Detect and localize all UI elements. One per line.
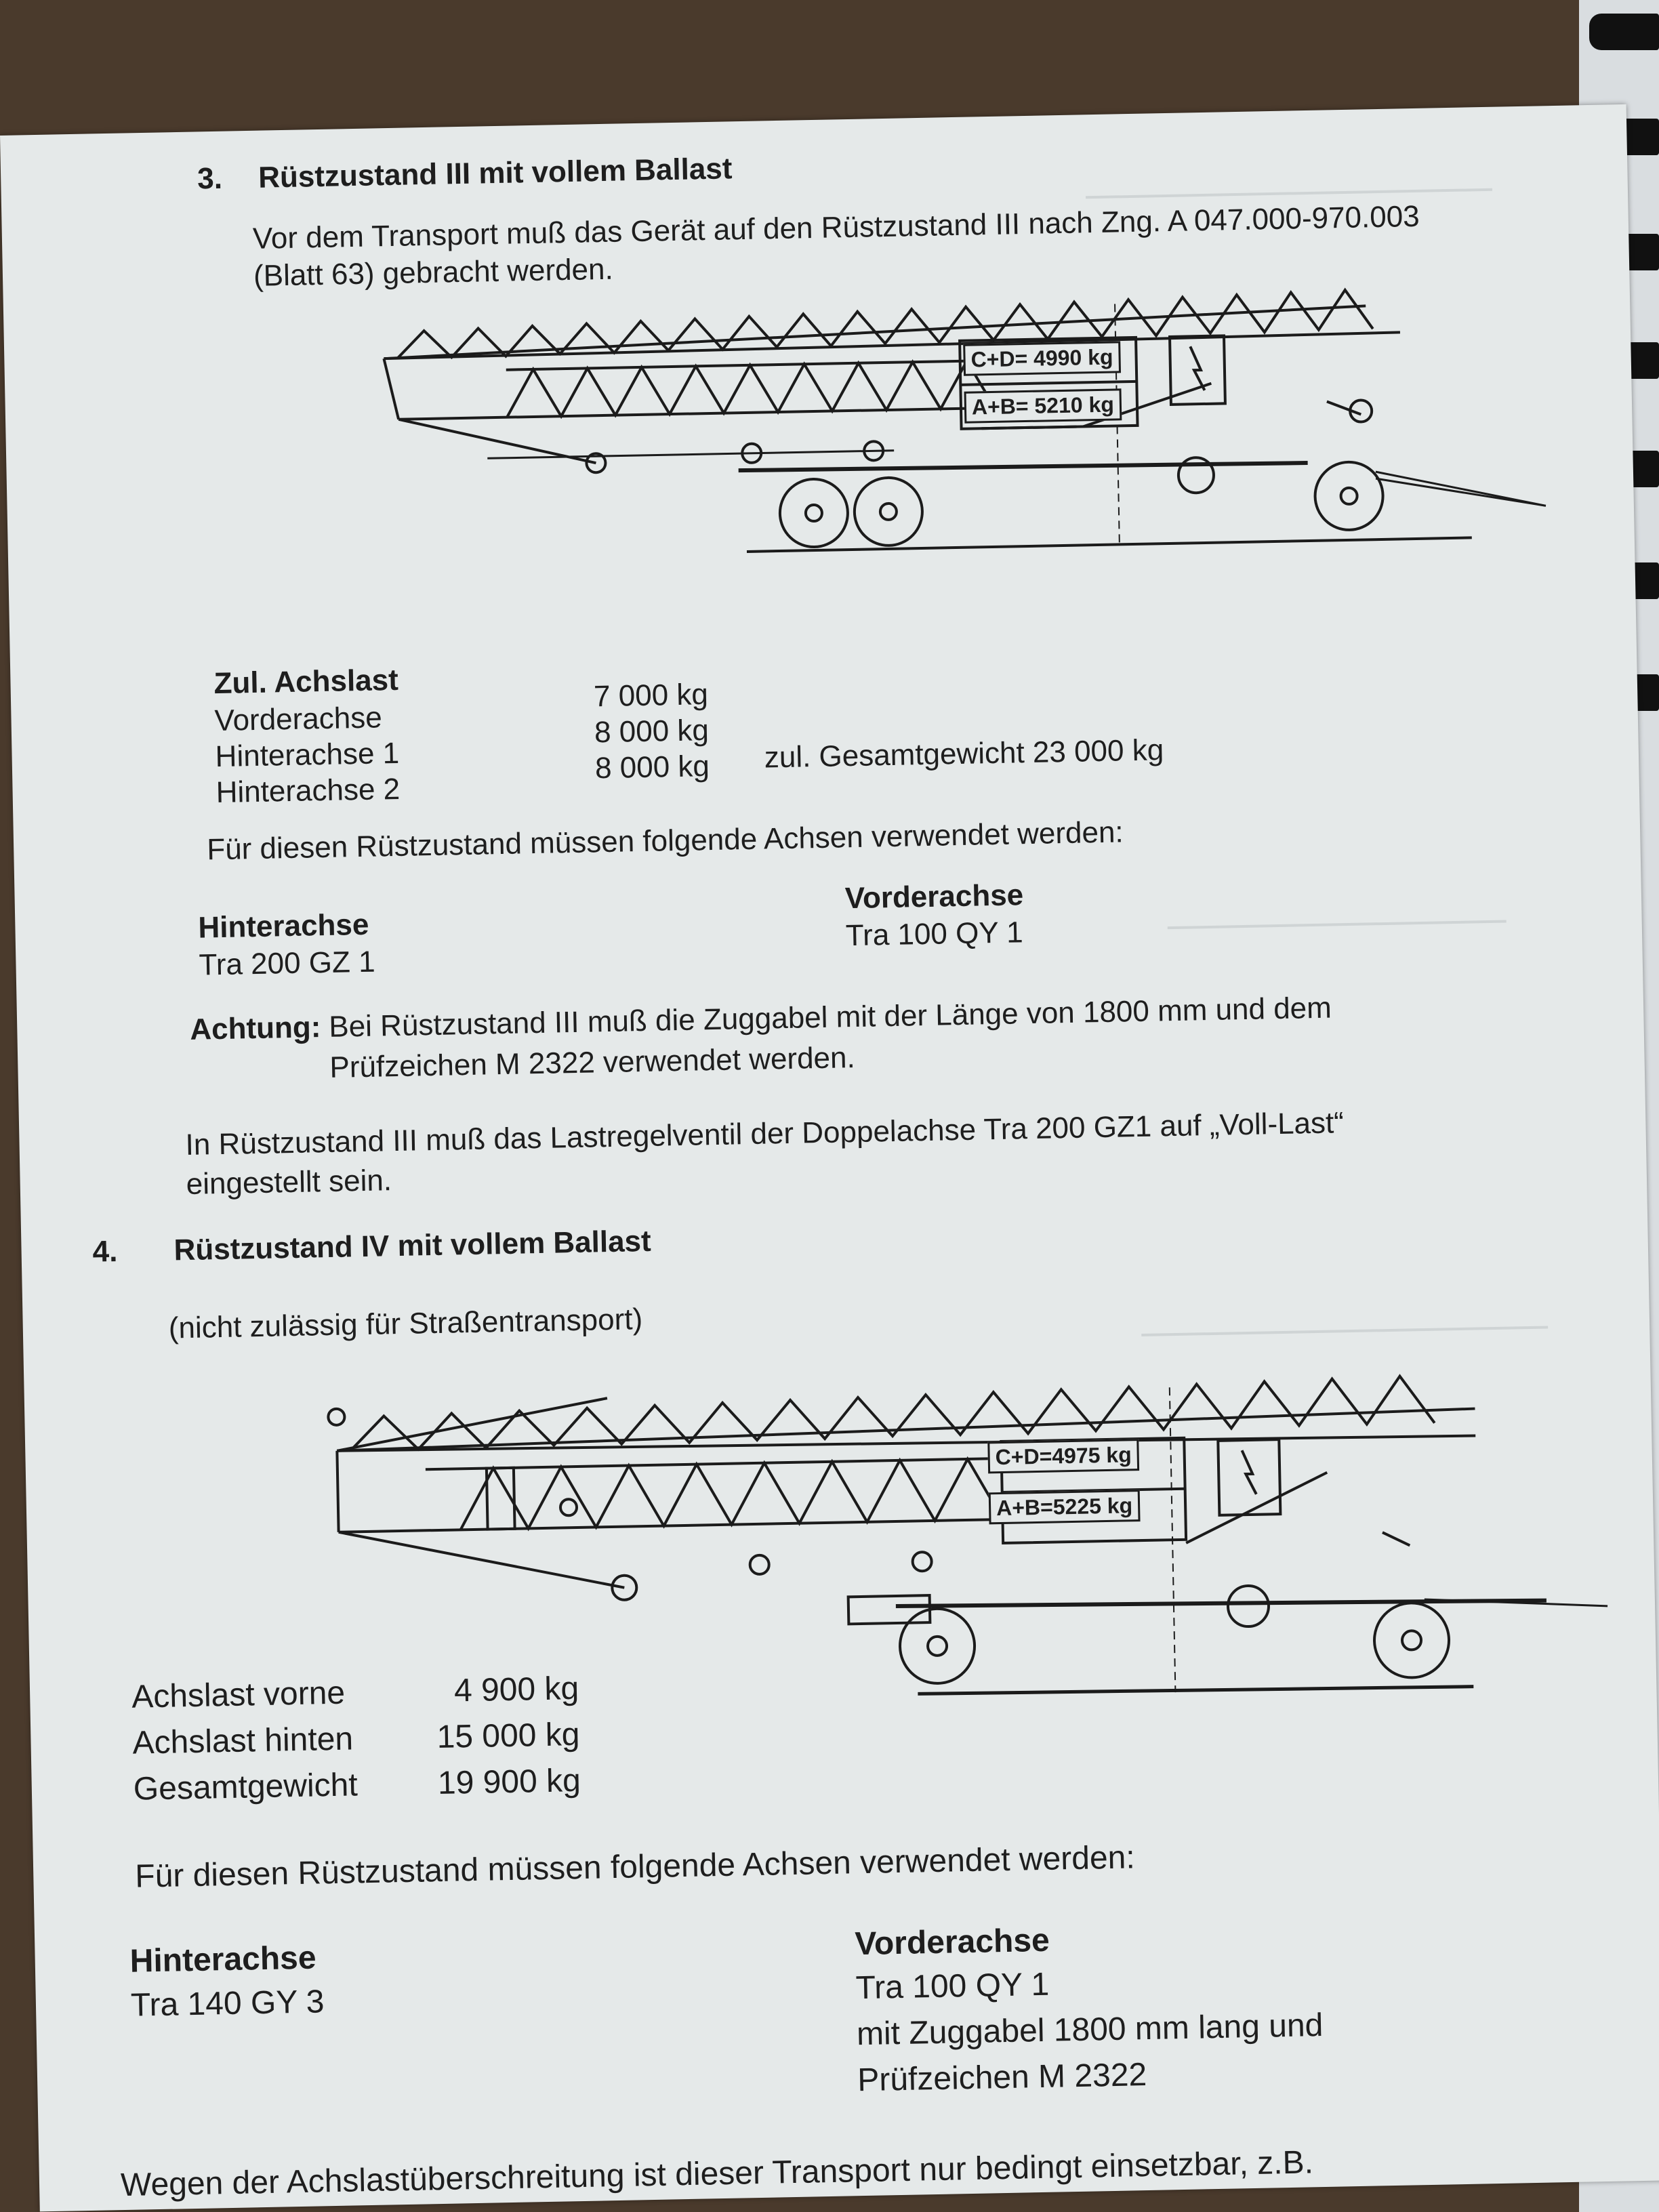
footer-text: Wegen der Achslastüberschreitung ist die… — [120, 2144, 1314, 2204]
total-weight: zul. Gesamtgewicht 23 000 kg — [764, 733, 1164, 775]
section4-subtitle: (nicht zulässig für Straßentransport) — [168, 1303, 643, 1345]
load-value-front: 4 900 kg — [453, 1671, 579, 1709]
cargo-label-cd: C+D= 4990 kg — [963, 341, 1121, 376]
front-axle-value: Tra 100 QY 1 — [845, 916, 1024, 953]
axle-value-rear-1: 8 000 kg — [594, 714, 710, 750]
section3-intro-line1: Vor dem Transport muß das Gerät auf den … — [252, 199, 1420, 255]
section3-intro-line2: (Blatt 63) gebracht werden. — [253, 252, 614, 293]
axle-value-rear-2: 8 000 kg — [594, 750, 710, 785]
load-value-rear: 15 000 kg — [436, 1717, 580, 1756]
cargo-label-cd: C+D=4975 kg — [987, 1439, 1140, 1474]
rear-axle-value-4: Tra 140 GY 3 — [130, 1984, 325, 2024]
rear-axle-title: Hinterachse — [198, 907, 369, 945]
front-axle-line2-4: mit Zuggabel 1800 mm lang und — [856, 2007, 1324, 2053]
warning-label: Achtung: — [189, 1010, 321, 1046]
front-axle-title: Vorderachse — [844, 878, 1024, 916]
show-through — [1167, 920, 1507, 950]
rear-axle-title-4: Hinterachse — [129, 1940, 316, 1980]
load-name-rear: Achslast hinten — [132, 1721, 354, 1761]
axle-load-title: Zul. Achslast — [213, 663, 399, 701]
axle-name-front: Vorderachse — [214, 701, 383, 738]
load-value-total: 19 900 kg — [437, 1763, 581, 1802]
note-line2: eingestellt sein. — [186, 1164, 392, 1202]
front-axle-line3-4: Prüfzeichen M 2322 — [857, 2057, 1147, 2099]
crane-diagram-rig-3 — [382, 287, 1547, 553]
show-through — [1141, 1326, 1549, 1357]
section4-number: 4. — [92, 1234, 118, 1269]
warning-line1: Bei Rüstzustand III muß die Zuggabel mit… — [328, 991, 1332, 1044]
note-line1: In Rüstzustand III muß das Lastregelvent… — [185, 1106, 1345, 1162]
section3-heading: Rüstzustand III mit vollem Ballast — [258, 152, 733, 194]
axle-value-front: 7 000 kg — [593, 678, 709, 714]
axles-required-text-4: Für diesen Rüstzustand müssen folgende A… — [134, 1839, 1136, 1895]
rear-axle-value: Tra 200 GZ 1 — [199, 945, 376, 982]
axle-name-rear-1: Hinterachse 1 — [215, 736, 400, 774]
binder-ring — [1589, 14, 1659, 50]
section3-number: 3. — [197, 161, 223, 196]
axle-name-rear-2: Hinterachse 2 — [216, 772, 401, 810]
axles-required-text: Für diesen Rüstzustand müssen folgende A… — [206, 815, 1124, 867]
front-axle-value-4: Tra 100 QY 1 — [855, 1966, 1050, 2007]
front-axle-title-4: Vorderachse — [854, 1922, 1050, 1963]
document-page: 3. Rüstzustand III mit vollem Ballast Vo… — [0, 104, 1659, 2212]
load-name-total: Gesamtgewicht — [133, 1767, 359, 1807]
section4-heading: Rüstzustand IV mit vollem Ballast — [173, 1224, 652, 1267]
cargo-label-ab: A+B= 5210 kg — [964, 388, 1122, 424]
cargo-label-ab: A+B=5225 kg — [988, 1490, 1141, 1525]
warning-line2: Prüfzeichen M 2322 verwendet werden. — [329, 1041, 856, 1084]
load-name-front: Achslast vorne — [131, 1675, 346, 1715]
